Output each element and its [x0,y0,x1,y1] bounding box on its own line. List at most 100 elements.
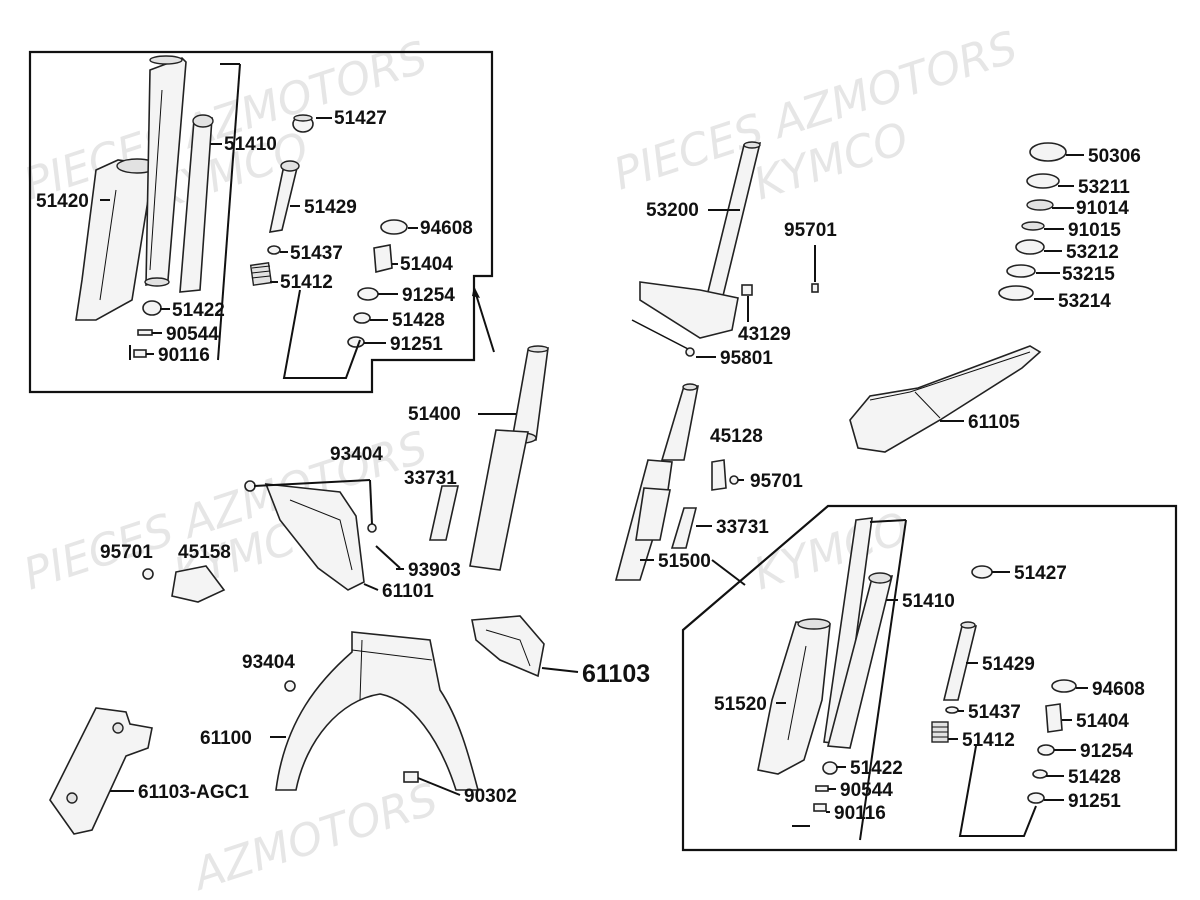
pointer-arrow [473,287,495,353]
part-label: 95701 [784,220,837,241]
bolt-90116-right [813,803,827,812]
bracket-line [282,289,361,379]
part-label: 90544 [166,324,219,345]
clip-90302 [403,771,419,783]
plate-61103-agc1 [49,707,153,835]
part-label: 51404 [1076,711,1129,732]
bracket-line [958,745,1037,837]
part-label: 61105 [968,412,1020,433]
part-label: 51437 [290,243,343,264]
clip-51428-left [353,312,371,324]
seal-51427-right [971,565,993,579]
part-label: 95701 [750,471,803,492]
part-label: 95801 [720,348,773,369]
part-label: 51429 [982,654,1035,675]
part-label: 51427 [334,108,387,129]
clip-51428-right [1032,769,1048,779]
spring-right [931,721,949,743]
part-label: 51437 [968,702,1021,723]
oil-seal-91254-left [357,287,379,301]
bushing-51422-left [142,300,162,316]
front-fender-61100 [275,631,480,791]
bolt-90544-left [137,329,153,336]
part-label: 90116 [834,803,886,824]
part-label: 94608 [1092,679,1145,700]
inner-tube-left [179,114,214,293]
inner-fender-61101 [264,483,365,591]
part-label: 61100 [200,728,252,749]
bracket-line [217,63,241,361]
part-label: 51410 [224,134,277,155]
bushing-51422-right [822,761,838,775]
part-label: 51428 [392,310,445,331]
damper-rod-right [942,621,978,701]
detail-box-left [28,50,494,394]
screw-93404-upper [244,480,256,492]
part-label: 53211 [1078,177,1130,198]
bolt-90544-right [815,785,829,792]
bushing-51404-right [1045,703,1063,733]
reflector-33731-right [670,507,698,549]
balls-91014 [1026,199,1054,211]
part-label: 51520 [714,694,767,715]
part-label: 33731 [404,468,457,489]
washer-51437-right [945,706,959,714]
leader-line [369,479,373,525]
part-labels: 51420 51410 51427 51429 94608 51437 5140… [36,108,1145,824]
part-label: 93903 [408,560,461,581]
part-label: 51429 [304,197,357,218]
part-label: 51420 [36,191,89,212]
screw-93404-mid [367,523,377,533]
damper-rod-left [268,160,300,233]
part-label: 53215 [1062,264,1115,285]
fork-assembly-51500 [614,383,699,581]
part-label: 50306 [1088,146,1141,167]
oring-91251-right [1027,792,1045,804]
part-label: 53200 [646,200,699,221]
cone-53214 [998,285,1034,301]
part-label: 61103 [582,660,650,688]
bracket-45158 [171,565,226,603]
washer-51437-left [267,245,281,255]
part-label: 61101 [382,581,434,602]
cover-61105 [849,345,1042,453]
fork-tube-left [144,55,187,287]
bracket-61103 [471,615,545,678]
bushing-51404-left [373,244,393,274]
pointer-line [711,559,746,586]
part-label: 91254 [402,285,455,306]
part-label: 53214 [1058,291,1111,312]
part-label: 93404 [330,444,383,465]
oring-91251-left [347,336,365,348]
part-label: 51412 [280,272,333,293]
bracket-line [859,519,907,841]
clip-94608-left [380,219,408,235]
bolt-95701-b [729,475,739,485]
pointer-arrowhead [472,286,480,298]
inner-tube-right [826,572,894,749]
part-label: 91014 [1076,198,1129,219]
part-label: 61103-AGC1 [138,782,249,803]
part-label: 51410 [902,591,955,612]
fork-slider-right [757,618,831,775]
locknut-50306 [1029,142,1067,162]
part-label: 43129 [738,324,791,345]
part-label: 45158 [178,542,231,563]
reflector-33731-left [429,485,459,541]
bracket-line [869,519,907,523]
bolt-95701-c [142,568,154,580]
part-label: 95701 [100,542,153,563]
part-label: 51500 [658,551,711,572]
part-label: 45128 [710,426,763,447]
bolt-95701-stem [811,283,819,293]
head-bearing-stack [998,142,1067,301]
part-label: 90302 [464,786,517,807]
part-label: 91251 [390,334,443,355]
steering-stem [631,141,762,351]
bolt-93903 [375,545,401,569]
part-label: 90544 [840,780,893,801]
nut-95801 [685,347,695,357]
oil-seal-91254-right [1037,744,1055,756]
leader-line [253,479,371,487]
leader-lines [100,117,1088,813]
